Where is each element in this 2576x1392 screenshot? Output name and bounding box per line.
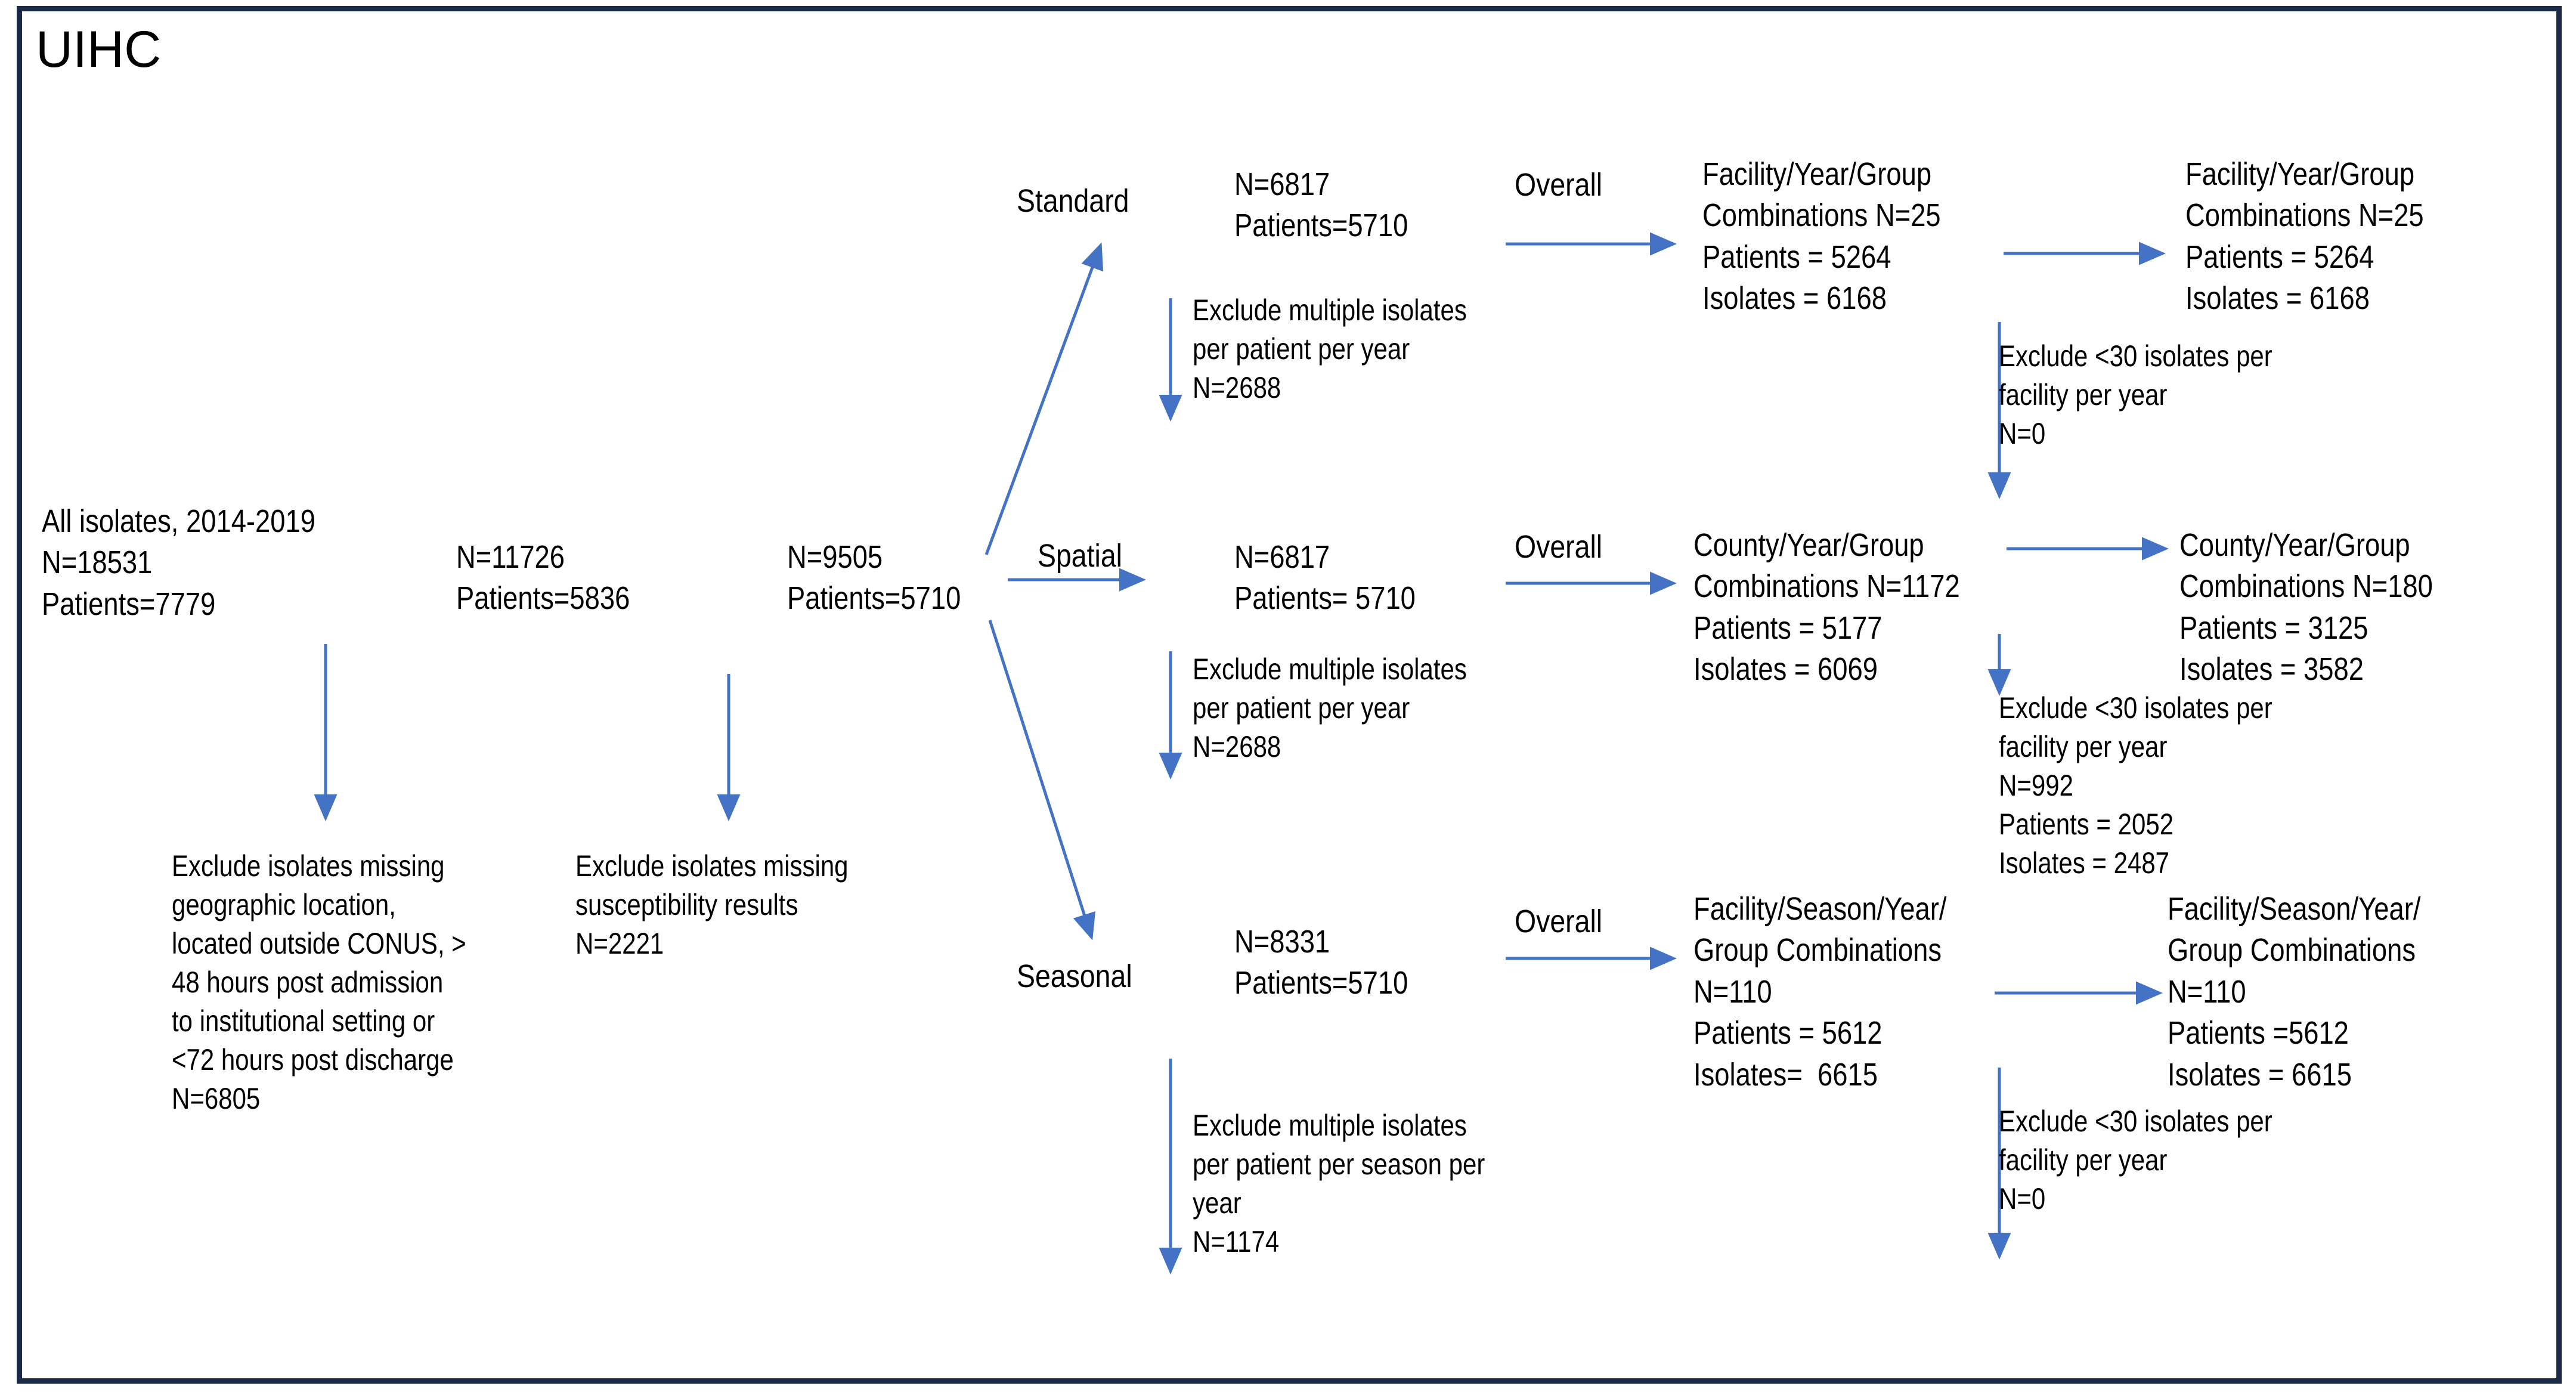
node-after-geographic-exclusion: N=11726 Patients=5836 <box>456 539 630 617</box>
node-facility-year-group-2: Facility/Year/Group Combinations N=25 Pa… <box>2185 156 2424 317</box>
node-spatial-counts: N=6817 Patients= 5710 <box>1234 539 1416 617</box>
page-title: UIHC <box>36 21 162 78</box>
node-all-isolates: All isolates, 2014-2019 N=18531 Patients… <box>42 503 315 622</box>
branch-label-spatial: Spatial <box>1038 538 1123 574</box>
node-facility-season-year-group-2: Facility/Season/Year/ Group Combinations… <box>2168 891 2421 1093</box>
node-facility-year-group-1: Facility/Year/Group Combinations N=25 Pa… <box>1702 156 1941 317</box>
branch-label-overall-standard: Overall <box>1515 167 1603 203</box>
node-after-susceptibility-exclusion: N=9505 Patients=5710 <box>787 539 961 617</box>
note-exclude-geographic: Exclude isolates missing geographic loca… <box>172 849 466 1115</box>
node-county-year-group-2: County/Year/Group Combinations N=180 Pat… <box>2179 527 2433 688</box>
branch-label-overall-spatial: Overall <box>1515 529 1603 565</box>
node-county-year-group-1: County/Year/Group Combinations N=1172 Pa… <box>1693 527 1960 688</box>
note-exclude-seasonal-multiple: Exclude multiple isolates per patient pe… <box>1193 1109 1485 1258</box>
node-standard-counts: N=6817 Patients=5710 <box>1234 166 1408 244</box>
branch-label-standard: Standard <box>1017 183 1129 219</box>
slide-frame <box>17 6 2562 1384</box>
node-seasonal-counts: N=8331 Patients=5710 <box>1234 924 1408 1001</box>
branch-label-seasonal: Seasonal <box>1017 958 1132 994</box>
note-exclude-standard-multiple: Exclude multiple isolates per patient pe… <box>1193 293 1467 404</box>
note-exclude-seasonal-min30: Exclude <30 isolates per facility per ye… <box>1999 1105 2272 1215</box>
note-exclude-susceptibility: Exclude isolates missing susceptibility … <box>575 849 849 960</box>
note-exclude-standard-min30: Exclude <30 isolates per facility per ye… <box>1999 339 2272 450</box>
branch-label-overall-seasonal: Overall <box>1515 904 1603 939</box>
note-exclude-spatial-multiple: Exclude multiple isolates per patient pe… <box>1193 652 1467 763</box>
note-exclude-spatial-min30: Exclude <30 isolates per facility per ye… <box>1999 691 2272 880</box>
node-facility-season-year-group-1: Facility/Season/Year/ Group Combinations… <box>1693 891 1947 1093</box>
